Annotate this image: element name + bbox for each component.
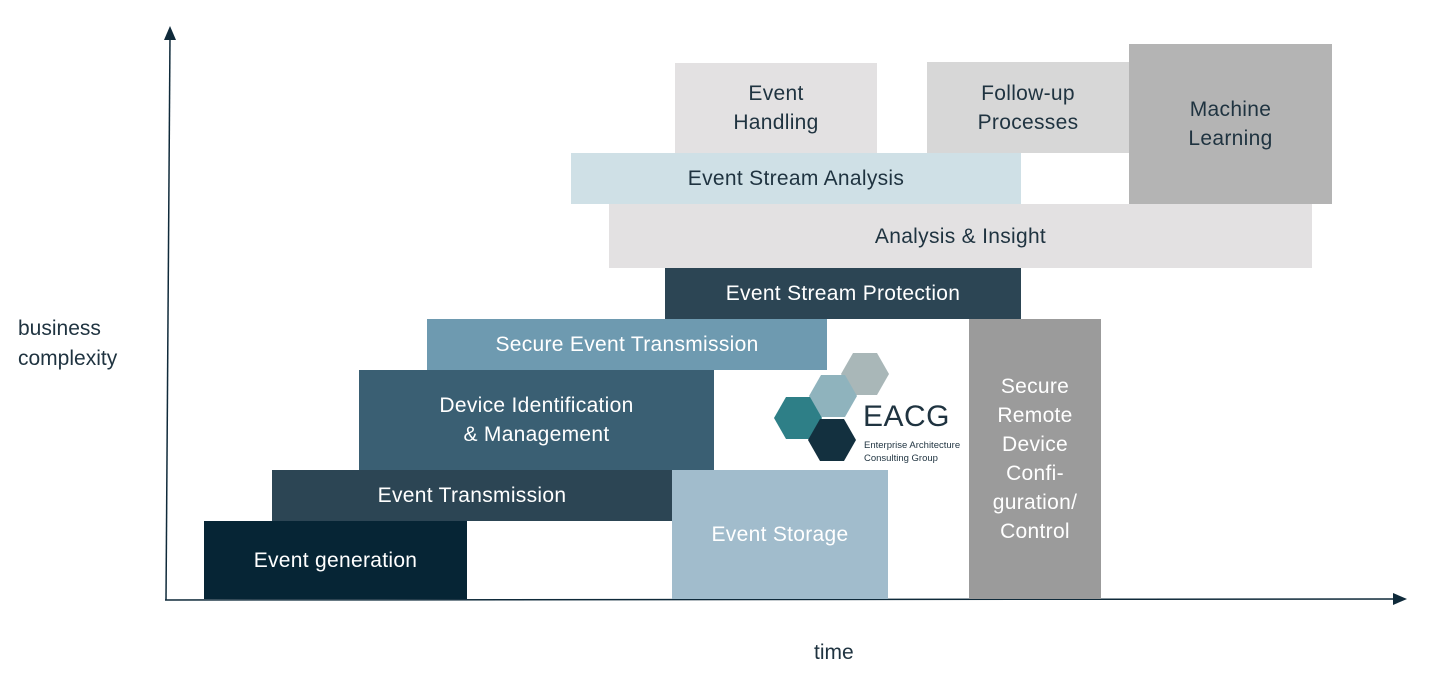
block-text-line: Learning — [1188, 127, 1273, 150]
block-text-line: Machine — [1189, 98, 1272, 121]
block-text: Event Stream Analysis — [688, 164, 904, 193]
block-event-transmission: Event Transmission — [272, 470, 672, 521]
logo-hex-4 — [808, 419, 856, 461]
block-text: Analysis & Insight — [875, 222, 1046, 251]
block-text-line: & Management — [463, 423, 610, 446]
block-text-line: Secure — [1000, 375, 1070, 398]
block-text-line: Event generation — [253, 548, 418, 572]
x-axis-label: time — [814, 641, 854, 664]
block-text-line: Event Stream Analysis — [687, 167, 905, 190]
eacg-logo — [774, 353, 889, 461]
logo-subtitle-line2: Consulting Group — [864, 453, 938, 464]
y-axis-label-line1: business — [18, 317, 101, 340]
block-event-generation: Event generation — [204, 521, 467, 599]
block-text-line: Control — [1000, 520, 1070, 543]
block-event-storage: Event Storage — [672, 470, 888, 599]
block-text-line: Handling — [733, 111, 819, 134]
block-text-line: Event Transmission — [377, 484, 567, 507]
block-text-line: Device — [1002, 433, 1068, 456]
block-text-line: Analysis & Insight — [874, 224, 1047, 248]
block-text-line: guration/ — [992, 491, 1078, 514]
y-axis-arrow — [164, 26, 176, 40]
block-text-line: Event Storage — [711, 523, 849, 546]
block-text-line: Confi- — [1006, 462, 1064, 485]
logo-hex-1 — [841, 353, 889, 395]
block-text-line: Event — [748, 82, 804, 105]
block-text: Event Storage — [712, 520, 849, 549]
block-text-line: Follow-up — [981, 81, 1075, 105]
y-axis-label-line2: complexity — [18, 347, 118, 370]
block-text: Event Transmission — [378, 481, 567, 510]
block-device-identification-management: Device Identification & Management — [359, 370, 714, 470]
block-text-line: Device Identification — [439, 394, 634, 417]
logo-subtitle-line1: Enterprise Architecture — [864, 440, 961, 451]
block-text: Event generation — [254, 546, 418, 575]
block-secure-event-transmission: Secure Event Transmission — [427, 319, 827, 370]
y-axis-label: business complexity — [18, 314, 117, 374]
block-text-line: Secure Event Transmission — [495, 333, 759, 356]
x-axis-arrow — [1393, 593, 1407, 605]
block-event-stream-analysis: Event Stream Analysis — [571, 153, 1021, 204]
block-text: Event Stream Protection — [726, 279, 961, 308]
block-text: Device Identification & Management — [439, 391, 633, 449]
logo-hex-3 — [774, 397, 822, 439]
x-axis-line — [164, 598, 1397, 601]
block-text: Secure Event Transmission — [495, 330, 758, 359]
logo-hex-2 — [809, 375, 857, 417]
block-text-line: Processes — [977, 110, 1079, 134]
block-text-line: Remote — [997, 404, 1073, 427]
block-event-stream-protection: Event Stream Protection — [665, 268, 1021, 319]
logo-wordmark: EACG — [863, 400, 951, 433]
block-analysis-insight: Analysis & Insight — [609, 204, 1312, 268]
y-axis-line — [165, 35, 171, 601]
block-text-line: Event Stream Protection — [725, 282, 961, 305]
